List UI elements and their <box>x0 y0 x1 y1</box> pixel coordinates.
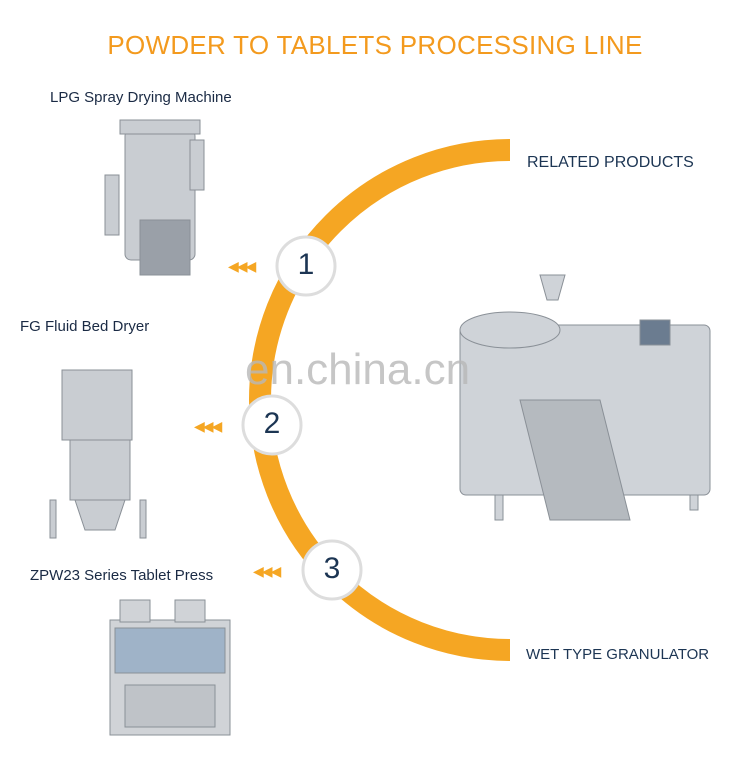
watermark: en.china.cn <box>245 345 471 394</box>
arrow-left-icon: ◀◀◀ <box>194 418 222 434</box>
step-circle-2 <box>241 394 303 456</box>
fluid-bed-dryer-image <box>49 369 147 539</box>
step-label-2: FG Fluid Bed Dryer <box>20 318 150 335</box>
step-number-3: 3 <box>323 552 341 585</box>
arrow-left-icon: ◀◀◀ <box>253 563 281 579</box>
related-products-label: RELATED PRODUCTS <box>527 154 694 171</box>
tablet-press-image <box>109 599 231 736</box>
step-number-2: 2 <box>263 407 281 440</box>
step-label-3: ZPW23 Series Tablet Press <box>30 567 214 584</box>
page-title: POWDER TO TABLETS PROCESSING LINE <box>107 30 643 60</box>
step-circle-3 <box>301 539 363 601</box>
wet-granulator-image <box>459 274 711 521</box>
spray-dryer-image <box>104 119 205 276</box>
step-number-1: 1 <box>297 248 315 281</box>
product-label: WET TYPE GRANULATOR <box>526 646 710 663</box>
step-circle-1 <box>275 235 337 297</box>
step-label-1: LPG Spray Drying Machine <box>50 89 232 106</box>
arrow-left-icon: ◀◀◀ <box>228 258 256 274</box>
